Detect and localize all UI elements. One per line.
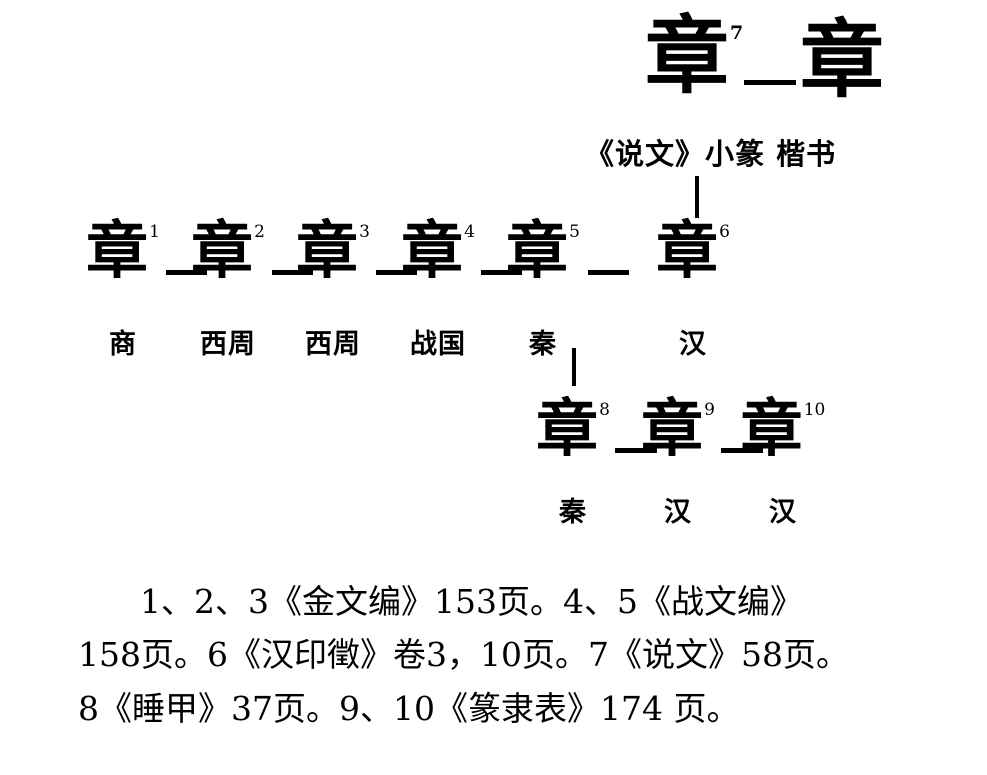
glyph-row-8: 章 8 — [525, 392, 621, 486]
connector-dash-2-3 — [272, 270, 313, 275]
glyph-cell-10: 章 10 汉 — [735, 392, 831, 529]
connector-dash-4-5 — [481, 270, 522, 275]
glyph-row-1: 章 1 — [75, 214, 171, 318]
glyph-cell-1: 章 1 商 — [75, 214, 171, 361]
glyph-cell-9: 章 9 汉 — [630, 392, 726, 529]
glyph-row-9: 章 9 — [630, 392, 726, 486]
glyph-cell-5: 章 5 秦 — [495, 214, 591, 361]
glyph-6-number: 6 — [719, 222, 730, 242]
glyph-1-char: 章 — [86, 214, 149, 287]
connector-dash-1-2 — [166, 270, 207, 275]
glyph-3-number: 3 — [359, 222, 370, 242]
connector-dash-top — [744, 80, 796, 85]
glyph-2-number: 2 — [254, 222, 265, 242]
connector-dash-3-4 — [376, 270, 417, 275]
glyph-9-char: 章 — [641, 392, 704, 465]
glyph-regular-script: 章 — [800, 10, 885, 109]
era-label-4: 战国 — [410, 329, 466, 360]
glyph-8-number: 8 — [599, 400, 610, 420]
glyph-row-2: 章 2 — [180, 214, 276, 318]
glyph-4-number: 4 — [464, 222, 475, 242]
glyph-7-seal-script: 章7 — [645, 6, 744, 105]
glyph-5-number: 5 — [569, 222, 580, 242]
connector-line-shuowen-to-han — [695, 176, 699, 218]
glyph-10-number: 10 — [803, 400, 826, 420]
glyph-8-char: 章 — [536, 392, 599, 465]
glyph-cell-2: 章 2 西周 — [180, 214, 276, 361]
connector-dash-8-9 — [615, 448, 657, 453]
caption-line-2: 158页。6《汉印徵》卷3，10页。7《说文》58页。 — [78, 635, 849, 675]
shuowen-style-label: 《说文》小篆 楷书 — [585, 137, 837, 171]
era-label-1: 商 — [109, 329, 137, 360]
glyph-row-3: 章 3 — [285, 214, 381, 318]
glyph-4-char: 章 — [401, 214, 464, 287]
glyph-7-number: 7 — [730, 22, 744, 44]
glyph-cell-8: 章 8 秦 — [525, 392, 621, 529]
era-label-6: 汉 — [679, 329, 707, 360]
era-label-3: 西周 — [305, 329, 361, 360]
caption-line-1: 1、2、3《金文编》153页。4、5《战文编》 — [140, 582, 803, 621]
glyph-10-char: 章 — [740, 392, 803, 465]
era-label-8: 秦 — [559, 497, 587, 528]
glyph-1-number: 1 — [149, 222, 160, 242]
caption-line-3: 8《睡甲》37页。9、10《篆隶表》174 页。 — [78, 688, 740, 728]
glyph-3-char: 章 — [296, 214, 359, 287]
glyph-2-char: 章 — [191, 214, 254, 287]
glyph-cell-4: 章 4 战国 — [390, 214, 486, 361]
connector-dash-5-6 — [588, 270, 629, 275]
glyph-5-char: 章 — [506, 214, 569, 287]
glyph-cell-6: 章 6 汉 — [645, 214, 741, 361]
glyph-row-4: 章 4 — [390, 214, 486, 318]
glyph-6-char: 章 — [656, 214, 719, 287]
era-label-5: 秦 — [529, 329, 557, 360]
era-label-2: 西周 — [200, 329, 256, 360]
era-label-9: 汉 — [664, 497, 692, 528]
caption-block: 1、2、3《金文编》153页。4、5《战文编》 158页。6《汉印徵》卷3，10… — [78, 575, 918, 735]
era-label-10: 汉 — [769, 497, 797, 528]
glyph-row-5: 章 5 — [495, 214, 591, 318]
connector-line-qin-to-bottom — [572, 348, 576, 386]
connector-dash-9-10 — [721, 448, 763, 453]
glyph-cell-3: 章 3 西周 — [285, 214, 381, 361]
glyph-row-6: 章 6 — [645, 214, 741, 318]
glyph-row-10: 章 10 — [735, 392, 831, 486]
glyph-9-number: 9 — [704, 400, 715, 420]
